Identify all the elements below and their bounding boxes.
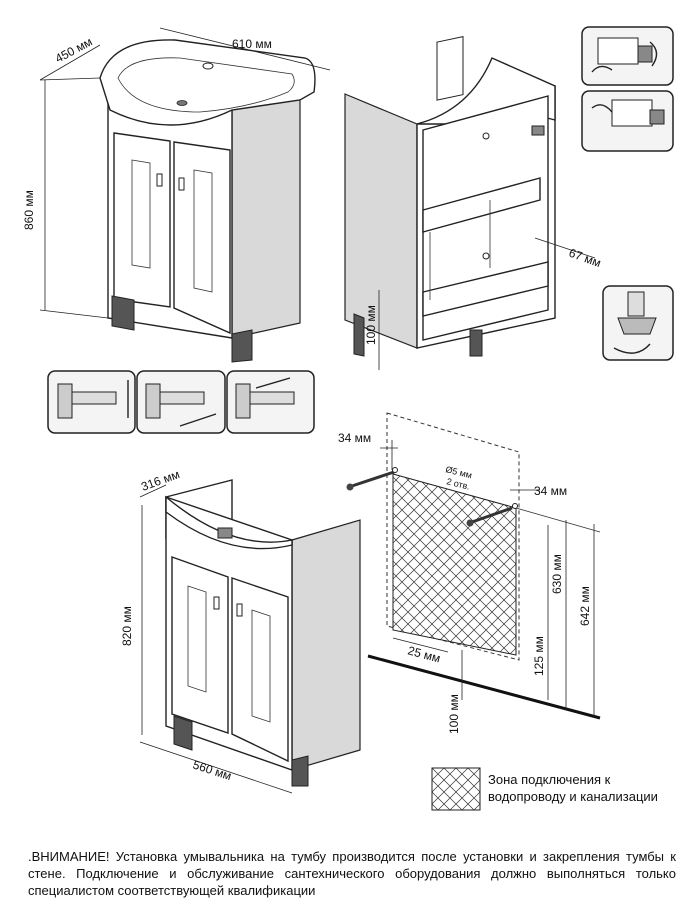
screw-height-label: 642 мм <box>578 586 592 626</box>
bracket-adjust-inset-bottom <box>581 90 674 152</box>
cab-depth-label: 316 мм <box>139 467 181 494</box>
wall-zone-figure <box>346 412 601 720</box>
hinge-adjust-inset-2 <box>136 370 226 434</box>
warning-note: .ВНИМАНИЕ! Установка умывальника на тумб… <box>28 849 676 898</box>
top-width-label: 610 мм <box>232 37 272 51</box>
cabinet-front-figure <box>139 479 361 794</box>
hinge-adjust-inset-1 <box>47 370 136 434</box>
screw-offset-right-label: 34 мм <box>534 484 567 498</box>
zone-left-offset-label: 25 мм <box>406 643 442 665</box>
bracket-adjust-inset-top <box>581 26 674 86</box>
cabinet-rear-figure <box>344 35 596 370</box>
leg-adjust-inset <box>602 285 674 361</box>
top-depth-label: 450 мм <box>53 35 95 66</box>
total-height-label: 860 мм <box>22 190 36 230</box>
inner-depth-label: 67 мм <box>567 246 603 271</box>
hinge-adjust-inset-3 <box>226 370 315 434</box>
floor-leg-height-label: 100 мм <box>447 694 461 734</box>
connection-zone <box>392 473 517 656</box>
screw-offset-left-label: 34 мм <box>338 431 371 445</box>
leg-height-label: 100 мм <box>364 305 378 345</box>
vanity-with-basin-figure <box>39 27 331 363</box>
zone-height-label: 630 мм <box>550 554 564 594</box>
cab-width-label: 560 мм <box>191 758 233 784</box>
legend-hatch-swatch <box>431 767 481 811</box>
cab-height-label: 820 мм <box>120 606 134 646</box>
legend-text: Зона подключения к водопроводу и канализ… <box>488 772 658 804</box>
zone-bottom-label: 125 мм <box>532 636 546 676</box>
